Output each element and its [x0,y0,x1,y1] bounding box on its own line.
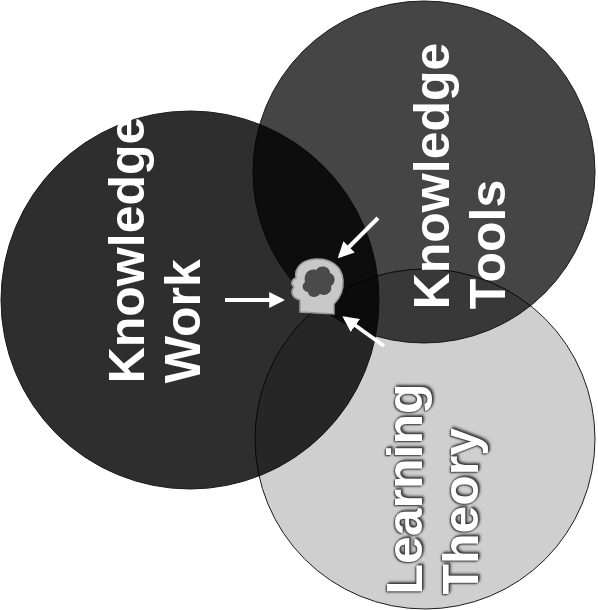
venn-circle: Learning Theory [254,268,596,610]
circle-outline [255,269,595,609]
circle-label: Learning Theory [377,383,489,594]
arrow [225,298,282,302]
head-icon [292,259,343,314]
arrow [340,218,378,256]
circle-outline [253,1,595,343]
circle-label: Knowledge Work [99,117,211,384]
arrow [345,318,384,346]
circle-label: Knowledge Tools [404,43,516,310]
